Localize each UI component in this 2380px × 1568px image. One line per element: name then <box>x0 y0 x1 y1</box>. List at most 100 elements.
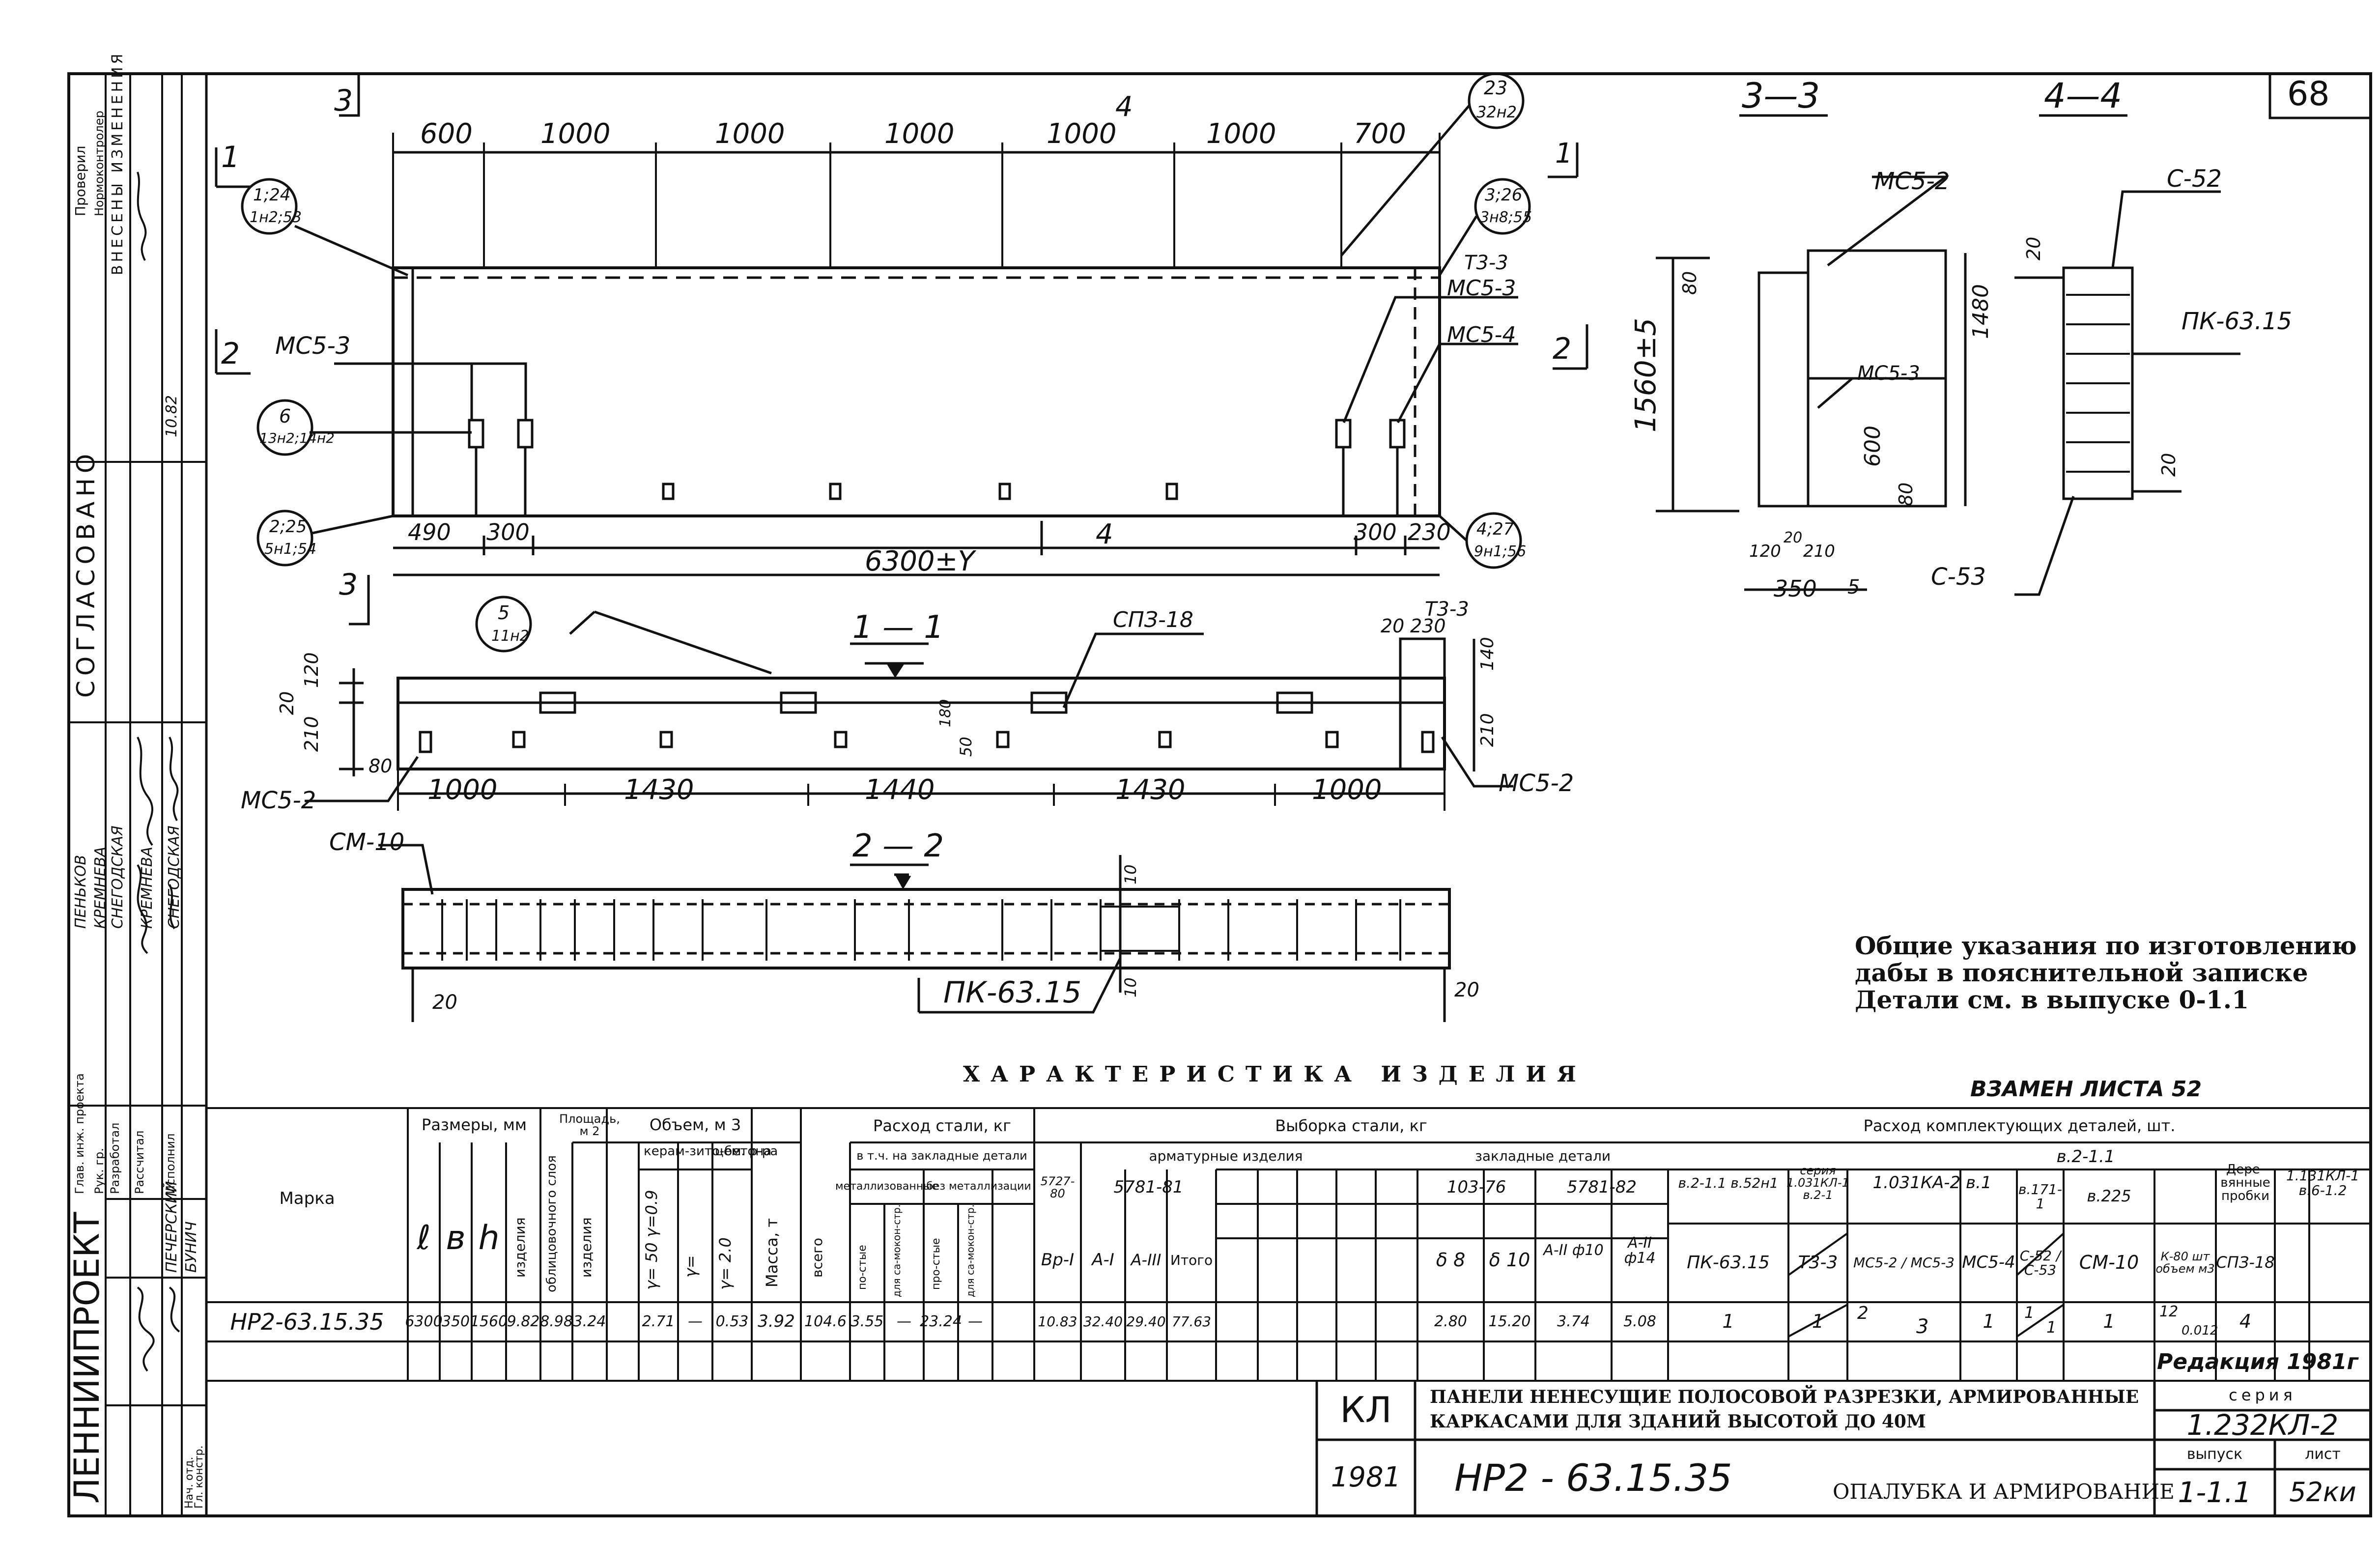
plan-dim-top: 1000 <box>540 118 611 150</box>
plan-dim-bottom: 230 <box>1408 519 1451 545</box>
note-line: Детали см. в выпуске 0-1.1 <box>1855 985 2249 1014</box>
section-dim: 1430 <box>624 774 694 806</box>
header-gost: 5727-80 <box>1040 1174 1075 1200</box>
section-label: Т3-3 <box>1425 598 1469 621</box>
stamp-name: КРЕМНЕВА <box>92 847 109 929</box>
row-c52: 1 <box>2024 1303 2035 1322</box>
row-mark: НР2-63.15.35 <box>230 1308 384 1335</box>
row-c53: 1 <box>2046 1318 2057 1337</box>
header-gost: 5781-82 <box>1566 1177 1637 1197</box>
row-steel-met: — <box>897 1313 911 1331</box>
header-steel-sub: про-стые <box>930 1238 942 1290</box>
header-comp-name: СПЗ-18 <box>2216 1253 2275 1272</box>
section-label: МС5-2 <box>1499 770 1574 797</box>
row-a1: 32.40 <box>1083 1313 1123 1330</box>
title-mark: НР2 - 63.15.35 <box>1454 1456 1732 1500</box>
header-comp-series: в.171-1 <box>2018 1181 2062 1212</box>
section-dim: 1000 <box>427 774 498 806</box>
header-grade: А-III <box>1131 1251 1162 1270</box>
header-vol-keram: керам-зито-бетона <box>644 1144 772 1159</box>
plan-dim-top: 1000 <box>1206 118 1276 150</box>
header-steel-met: металлизованные <box>835 1180 939 1193</box>
callout-detail: 13н2;14н2 <box>259 430 335 446</box>
stamp-name: БУНИЧ <box>183 1221 200 1273</box>
section-dim: 210 <box>301 716 322 752</box>
header-l: ℓ <box>417 1219 431 1258</box>
row-tz: 1 <box>1812 1311 1824 1333</box>
header-vol-item: изделия <box>578 1217 595 1278</box>
header-comp-series: в.2-1.1 <box>2056 1147 2115 1167</box>
row-f10: 3.74 <box>1557 1313 1590 1331</box>
section-label: ПК-63.15 <box>2182 308 2292 335</box>
row-mass: 3.92 <box>758 1311 795 1332</box>
row-vol-blank: — <box>688 1313 703 1331</box>
section-label: МС5-2 <box>1874 168 1950 195</box>
section-dim: 120 <box>301 652 322 688</box>
row-vr1: 10.83 <box>1038 1313 1077 1330</box>
row-vol-cem: 0.53 <box>715 1313 749 1331</box>
callout-detail: 5н1;54 <box>264 541 317 558</box>
note-line: дабы в пояснительной записке <box>1855 958 2308 987</box>
header-embed: закладные детали <box>1474 1148 1611 1165</box>
row-steel-total: 104.6 <box>804 1313 847 1331</box>
header-wood: Дере-вянные пробки <box>2220 1162 2270 1204</box>
stamp-role: Разработал <box>108 1122 122 1194</box>
section-dim: 20 <box>276 691 298 715</box>
section-dim: 140 <box>1477 637 1498 671</box>
section-dim: 10 <box>1121 977 1140 998</box>
row-k80-volume: 0.012 <box>2182 1323 2218 1338</box>
header-comp-name: Т3-3 <box>1798 1253 1838 1273</box>
row-steel-nomet: — <box>968 1313 983 1331</box>
section-label: МС5-2 <box>241 787 316 814</box>
section-dim: 80 <box>368 755 393 777</box>
stamp-name: СНЕГОДСКАЯ <box>109 826 126 929</box>
plan-dim-bottom: 490 <box>408 519 451 545</box>
section-mark: 3 <box>334 84 353 118</box>
issue-value: 1-1.1 <box>2178 1476 2252 1510</box>
header-area-item: изделия <box>512 1217 528 1278</box>
callout-number: 2;25 <box>269 517 307 537</box>
section-dim: 80 <box>1895 482 1917 506</box>
header-grade: А-II ф14 <box>1624 1234 1656 1267</box>
header-selection: Выборка стали, кг <box>1275 1116 1427 1136</box>
header-grade: А-II ф10 <box>1543 1242 1604 1259</box>
stamp-role: Рассчитал <box>133 1130 146 1194</box>
header-comp-name: МС5-2 / МС5-3 <box>1853 1254 1955 1271</box>
section-dim: 180 <box>937 699 954 727</box>
stamp-name: СНЕГОДСКАЯ <box>166 826 183 929</box>
section-mark: 4 <box>1096 518 1113 550</box>
section-title: 1 — 1 <box>852 609 944 646</box>
section-dim: 210 <box>1477 713 1498 747</box>
section-dim: 20 <box>432 991 457 1014</box>
header-comp-name: СМ-10 <box>2079 1252 2139 1274</box>
section-mark: 2 <box>1553 332 1572 366</box>
issue-label: выпуск <box>2186 1446 2243 1463</box>
row-l: 6300 <box>405 1313 443 1331</box>
section-mark: 3 <box>339 568 358 602</box>
header-steel-embed: в т.ч. на закладные детали <box>856 1149 1027 1163</box>
header-comp-series: 1.031КА-2 в.1 <box>1872 1172 1992 1193</box>
header-reinf: арматурные изделия <box>1149 1148 1303 1165</box>
stamp-name: ПЕНЬКОВ <box>72 855 89 929</box>
section-mark: 2 <box>221 337 240 371</box>
header-grade: δ 10 <box>1489 1249 1530 1271</box>
header-vol-gamma: γ= <box>681 1255 700 1278</box>
row-vol-keram: 2.71 <box>642 1313 675 1331</box>
section-dim: 10 <box>1121 864 1140 884</box>
stamp-role: Гл. констр. <box>193 1445 205 1509</box>
section-dim: 230 <box>1410 615 1446 637</box>
section-dim: 20 <box>1381 615 1405 637</box>
stamp-role: Рук. гр. <box>92 1148 106 1194</box>
title-sheet-name: ОПАЛУБКА И АРМИРОВАНИЕ <box>1833 1480 2175 1504</box>
section-dim: 1000 <box>1312 774 1382 806</box>
header-sizes: Размеры, мм <box>422 1115 527 1135</box>
plan-dim-top: 1000 <box>884 118 955 150</box>
section-label: МС5-3 <box>1857 362 1920 385</box>
section-dim: 210 <box>1803 542 1835 561</box>
section-dim: 1440 <box>865 774 935 806</box>
header-h: h <box>478 1219 500 1258</box>
stamp-date: 10.82 <box>163 395 180 437</box>
header-grade: А-I <box>1092 1250 1114 1270</box>
